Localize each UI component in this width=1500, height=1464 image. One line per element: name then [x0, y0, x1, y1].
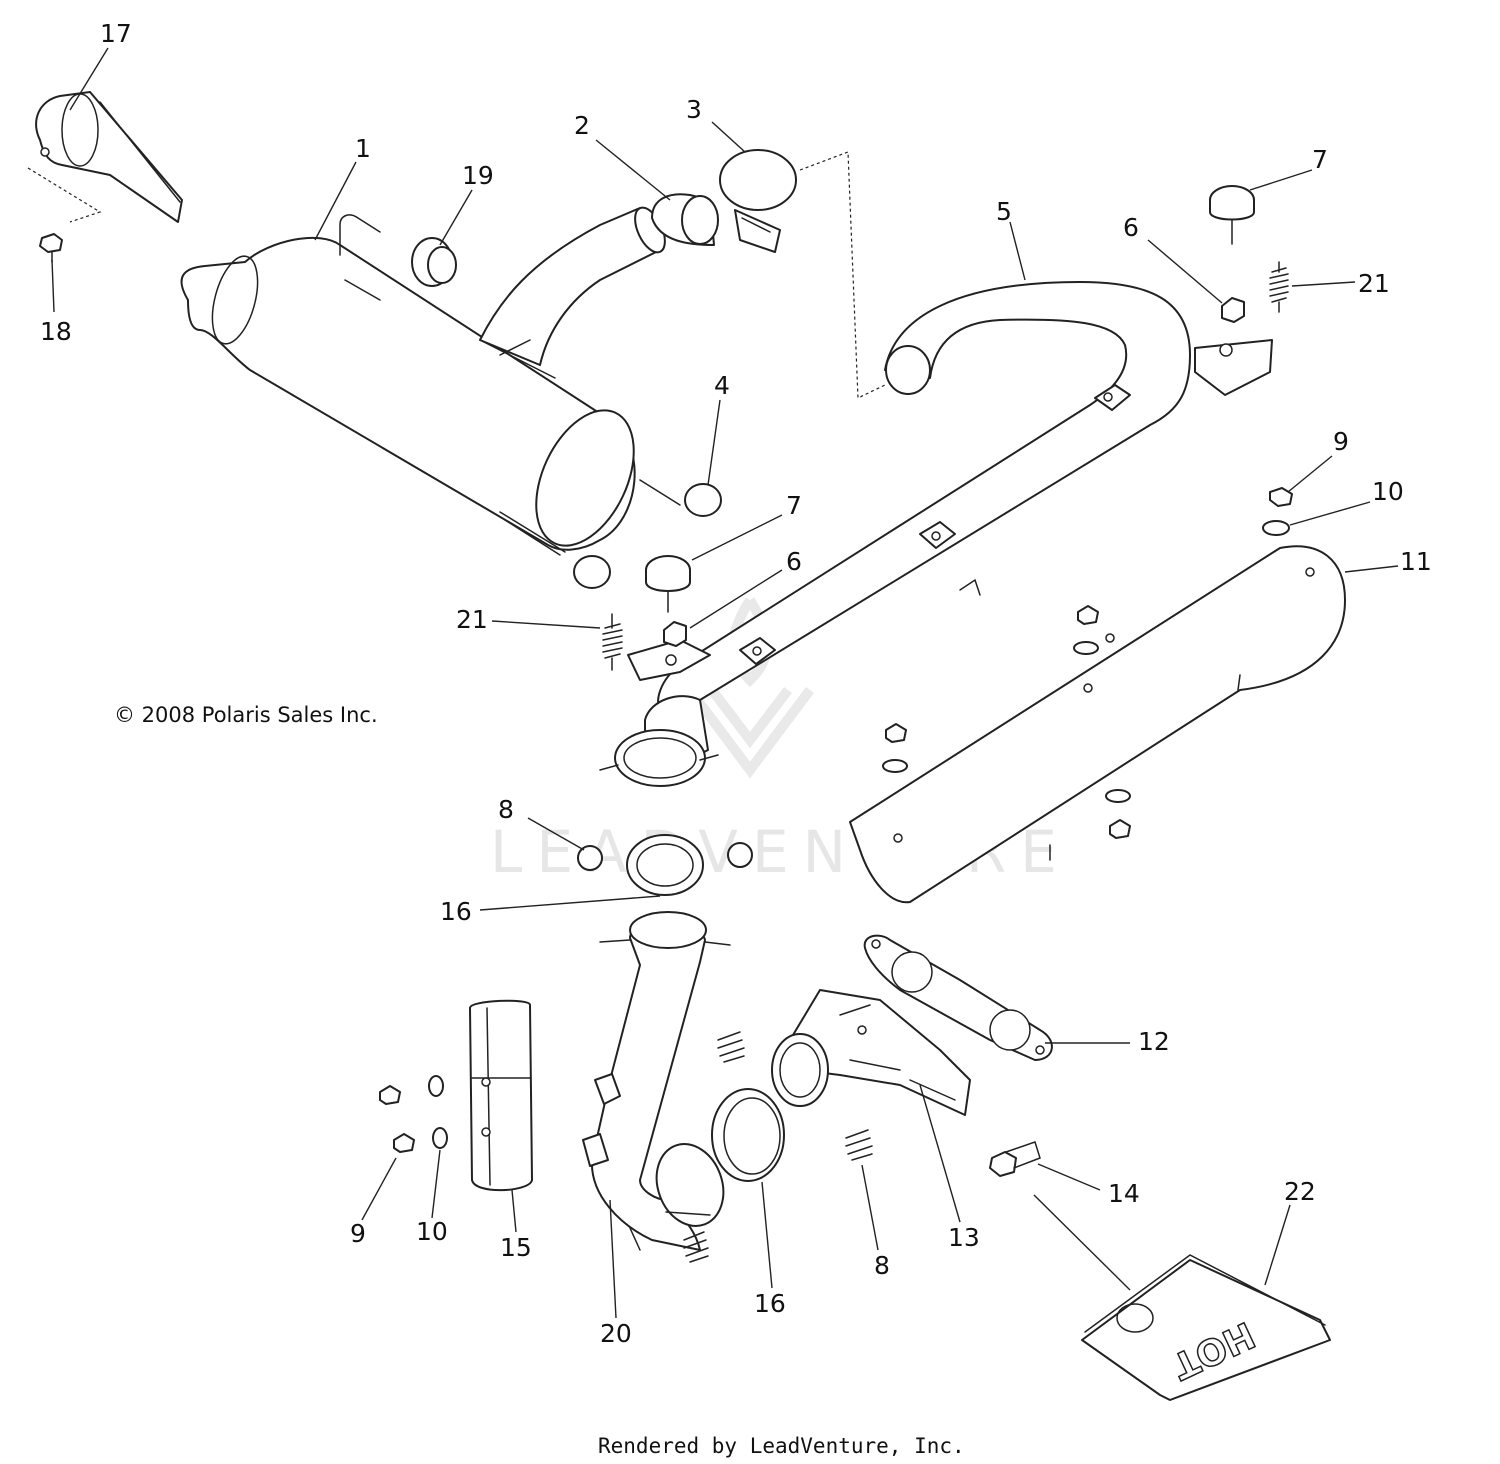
- screw-18: [39, 233, 63, 263]
- callout-17: 17: [100, 19, 132, 48]
- heat-plate-22: HOT: [1081, 1254, 1331, 1401]
- nut-6-mid: [663, 621, 687, 647]
- heat-shield-15: [469, 999, 533, 1192]
- sleeve-2: [651, 193, 719, 246]
- grommet-lower: [573, 555, 611, 589]
- spring-8-right: [727, 842, 753, 868]
- callout-8-left: 8: [498, 795, 514, 824]
- heat-shield-11: [849, 545, 1346, 904]
- callout-7-mid: 7: [786, 491, 802, 520]
- callout-labels: 17 1 19 2 3 7 5 6 21 18 4 9 10 7 6 11 21…: [40, 19, 1432, 1348]
- callout-21-mid: 21: [456, 605, 488, 634]
- spring-8-bottom: [845, 1129, 873, 1161]
- callout-4: 4: [714, 371, 730, 400]
- spring-8-upper: [717, 1031, 745, 1063]
- bolt-9-bottom-upper: [379, 1085, 401, 1105]
- muffler-1: [180, 206, 681, 556]
- grommet-4: [684, 483, 722, 517]
- copyright-text: © 2008 Polaris Sales Inc.: [114, 703, 378, 727]
- callout-7-top: 7: [1312, 145, 1328, 174]
- assembly-line-3-5: [799, 151, 886, 399]
- callout-9-top: 9: [1333, 427, 1349, 456]
- rubber-mount-7-mid: [645, 555, 691, 613]
- washer-10-bottom-upper: [428, 1075, 444, 1097]
- callout-6-mid: 6: [786, 547, 802, 576]
- callout-8-bottom: 8: [874, 1251, 890, 1280]
- callout-15: 15: [500, 1233, 532, 1262]
- callout-10-top: 10: [1372, 477, 1404, 506]
- exhaust-pipe-20: [582, 911, 731, 1251]
- footer-text: Rendered by LeadVenture, Inc.: [598, 1434, 965, 1458]
- manifold-gasket-12: [863, 934, 1053, 1061]
- callout-2: 2: [574, 111, 590, 140]
- callout-20: 20: [600, 1319, 632, 1348]
- leader-lines: [51, 47, 1399, 1319]
- washer-10-bottom: [432, 1127, 448, 1149]
- rubber-mount-7-top: [1209, 185, 1255, 245]
- bolt-14: [989, 1141, 1041, 1177]
- spring-21-mid: [602, 613, 623, 671]
- grommet-19: [411, 237, 457, 287]
- spark-arrestor-17: [35, 91, 183, 223]
- callout-13: 13: [948, 1223, 980, 1252]
- callout-14: 14: [1108, 1179, 1140, 1208]
- callout-5: 5: [996, 197, 1012, 226]
- clamp-3: [719, 149, 797, 253]
- callout-3: 3: [686, 95, 702, 124]
- callout-16-top: 16: [440, 897, 472, 926]
- gasket-16-bottom: [711, 1088, 785, 1182]
- assembly-line-17-18: [27, 167, 102, 223]
- callout-22: 22: [1284, 1177, 1316, 1206]
- washer-10-top: [1262, 520, 1290, 536]
- spring-21-top: [1269, 261, 1289, 313]
- spring-8-lower: [683, 1231, 709, 1263]
- callout-16-bottom: 16: [754, 1289, 786, 1318]
- callout-21-top: 21: [1358, 269, 1390, 298]
- nut-6-top: [1221, 297, 1245, 323]
- callout-9-bottom: 9: [350, 1219, 366, 1248]
- callout-19: 19: [462, 161, 494, 190]
- callout-18: 18: [40, 317, 72, 346]
- callout-12: 12: [1138, 1027, 1170, 1056]
- callout-1: 1: [355, 134, 371, 163]
- bolt-9-top: [1269, 487, 1293, 507]
- callout-11: 11: [1400, 547, 1432, 576]
- head-pipe-5: [599, 281, 1273, 787]
- gasket-16-top: [626, 834, 704, 896]
- callout-10-bottom: 10: [416, 1217, 448, 1246]
- exhaust-manifold-13: [771, 989, 971, 1116]
- callout-6-top: 6: [1123, 213, 1139, 242]
- spring-8-left: [577, 845, 603, 871]
- bolt-9-bottom: [393, 1133, 415, 1153]
